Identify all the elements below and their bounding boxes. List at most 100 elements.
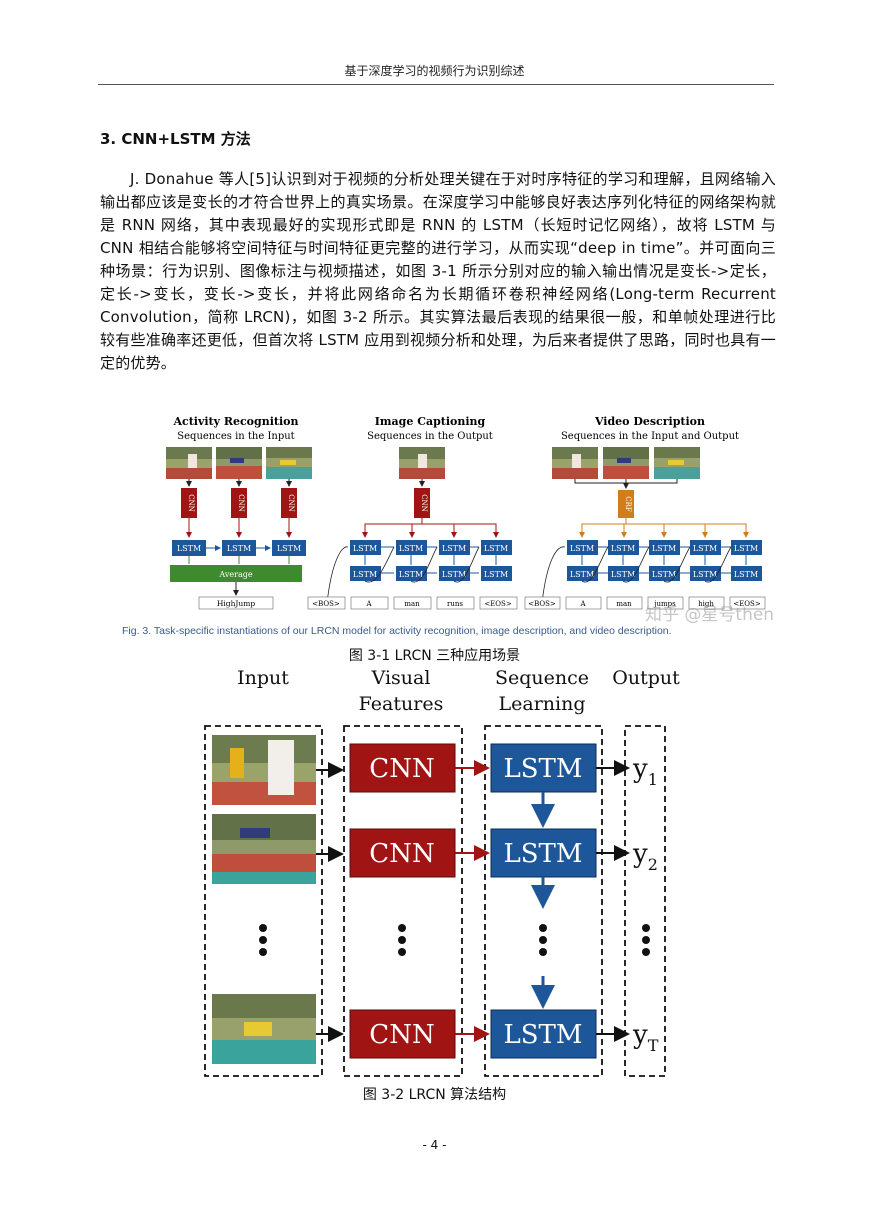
input-frame-image xyxy=(212,814,316,884)
lstm-block xyxy=(396,566,427,581)
cnn-label: CNN xyxy=(369,754,434,784)
output-label-box xyxy=(198,596,274,610)
cnn-label: CNN xyxy=(187,494,195,512)
lstm-label: LSTM xyxy=(484,570,508,579)
output-symbol: y xyxy=(632,1020,648,1050)
activity-output-label: HighJump xyxy=(217,599,256,608)
lstm-label: LSTM xyxy=(277,544,301,553)
token-box xyxy=(524,596,561,610)
lstm-block xyxy=(731,540,762,555)
video-description-panel: CRF LSTM LSTM LSTM LSTM LSTM LSTM LSTM L… xyxy=(524,447,766,610)
output-y1: y1 xyxy=(632,754,658,789)
lstm-label: LSTM xyxy=(484,544,508,553)
lstm-label: LSTM xyxy=(177,544,201,553)
cnn-block xyxy=(349,1009,456,1059)
token-label: <EOS> xyxy=(733,600,761,608)
token-box xyxy=(393,596,432,610)
token-label: high xyxy=(698,600,714,608)
input-column-box xyxy=(204,725,323,1077)
cnn-label: CNN xyxy=(237,494,245,512)
input-frame-image xyxy=(216,447,262,479)
lstm-label: LSTM xyxy=(611,570,635,579)
lstm-label: LSTM xyxy=(652,544,676,553)
lstm-label: LSTM xyxy=(693,544,717,553)
activity-recognition-panel: CNN CNN CNN LSTM LSTM LSTM Average HighJ… xyxy=(166,447,312,610)
lstm-label: LSTM xyxy=(693,570,717,579)
token-label: jumps xyxy=(653,600,676,608)
lstm-block xyxy=(567,566,598,581)
token-box xyxy=(688,596,725,610)
token-box xyxy=(307,596,346,610)
lstm-block xyxy=(481,540,512,555)
cnn-block xyxy=(181,488,197,518)
lstm-label: LSTM xyxy=(734,544,758,553)
lstm-block xyxy=(649,566,680,581)
input-frame-image xyxy=(603,447,649,479)
lstm-label: LSTM xyxy=(353,570,377,579)
token-label: man xyxy=(616,600,632,608)
input-frame-image xyxy=(212,994,316,1064)
output-symbol: y xyxy=(632,839,648,869)
header-visual: Visual xyxy=(371,667,431,689)
average-block xyxy=(170,565,302,582)
token-label: <BOS> xyxy=(528,600,556,608)
lstm-block xyxy=(222,540,256,556)
lstm-label: LSTM xyxy=(442,570,466,579)
panel-title-captioning: Image Captioning xyxy=(375,415,486,428)
panel-subtitle-video: Sequences in the Input and Output xyxy=(561,431,739,442)
panel-title-video: Video Description xyxy=(594,415,705,428)
visual-features-column-box xyxy=(343,725,463,1077)
lstm-label: LSTM xyxy=(399,544,423,553)
lstm-block xyxy=(567,540,598,555)
lstm-label: LSTM xyxy=(353,544,377,553)
header-features: Features xyxy=(359,693,444,715)
cnn-label: CNN xyxy=(369,839,434,869)
cnn-label: CNN xyxy=(420,494,428,512)
cnn-block xyxy=(281,488,297,518)
header-rule xyxy=(98,84,774,85)
token-box xyxy=(647,596,684,610)
token-label: A xyxy=(365,600,372,608)
output-y2: y2 xyxy=(632,839,658,874)
lstm-label: LSTM xyxy=(652,570,676,579)
lstm-label: LSTM xyxy=(227,544,251,553)
cnn-label: CNN xyxy=(369,1020,434,1050)
header-sequence: Sequence xyxy=(495,667,589,689)
lstm-block xyxy=(490,743,597,793)
lstm-label: LSTM xyxy=(570,544,594,553)
lstm-block xyxy=(608,566,639,581)
lstm-block xyxy=(350,540,381,555)
lstm-label: LSTM xyxy=(503,1020,582,1050)
token-box xyxy=(729,596,766,610)
figure-1-caption-english: Fig. 3. Task-specific instantiations of … xyxy=(122,625,672,637)
lstm-block xyxy=(649,540,680,555)
input-frame-image xyxy=(399,447,445,479)
figure-2-caption: 图 3-2 LRCN 算法结构 xyxy=(362,1087,507,1103)
lstm-block xyxy=(396,540,427,555)
image-captioning-panel: CNN LSTM LSTM LSTM LSTM LSTM LSTM LSTM L… xyxy=(307,447,518,610)
token-box xyxy=(606,596,643,610)
crf-block xyxy=(618,490,634,518)
watermark: 知乎 @星号then xyxy=(645,605,775,625)
output-yT: yT xyxy=(632,1020,659,1055)
lstm-block xyxy=(172,540,206,556)
figure-1-lrcn-instantiations: Activity Recognition Sequences in the In… xyxy=(166,415,766,610)
figure-1-caption: 图 3-1 LRCN 三种应用场景 xyxy=(348,648,521,664)
input-frame-image xyxy=(266,447,312,479)
lstm-label: LSTM xyxy=(611,544,635,553)
lstm-block xyxy=(731,566,762,581)
lstm-label: LSTM xyxy=(570,570,594,579)
page-number: - 4 - xyxy=(422,1138,447,1152)
cnn-label: CNN xyxy=(287,494,295,512)
lstm-label: LSTM xyxy=(734,570,758,579)
header-input: Input xyxy=(237,667,289,689)
lstm-block xyxy=(608,540,639,555)
lstm-block xyxy=(690,566,721,581)
panel-subtitle-activity: Sequences in the Input xyxy=(177,431,294,442)
input-frame-image xyxy=(166,447,212,479)
lstm-block xyxy=(439,566,470,581)
body-paragraph: J. Donahue 等人[5]认识到对于视频的分析处理关键在于对时序特征的学习… xyxy=(100,170,776,372)
average-label: Average xyxy=(218,570,252,579)
header-learning: Learning xyxy=(499,693,586,715)
token-label: runs xyxy=(447,600,463,608)
